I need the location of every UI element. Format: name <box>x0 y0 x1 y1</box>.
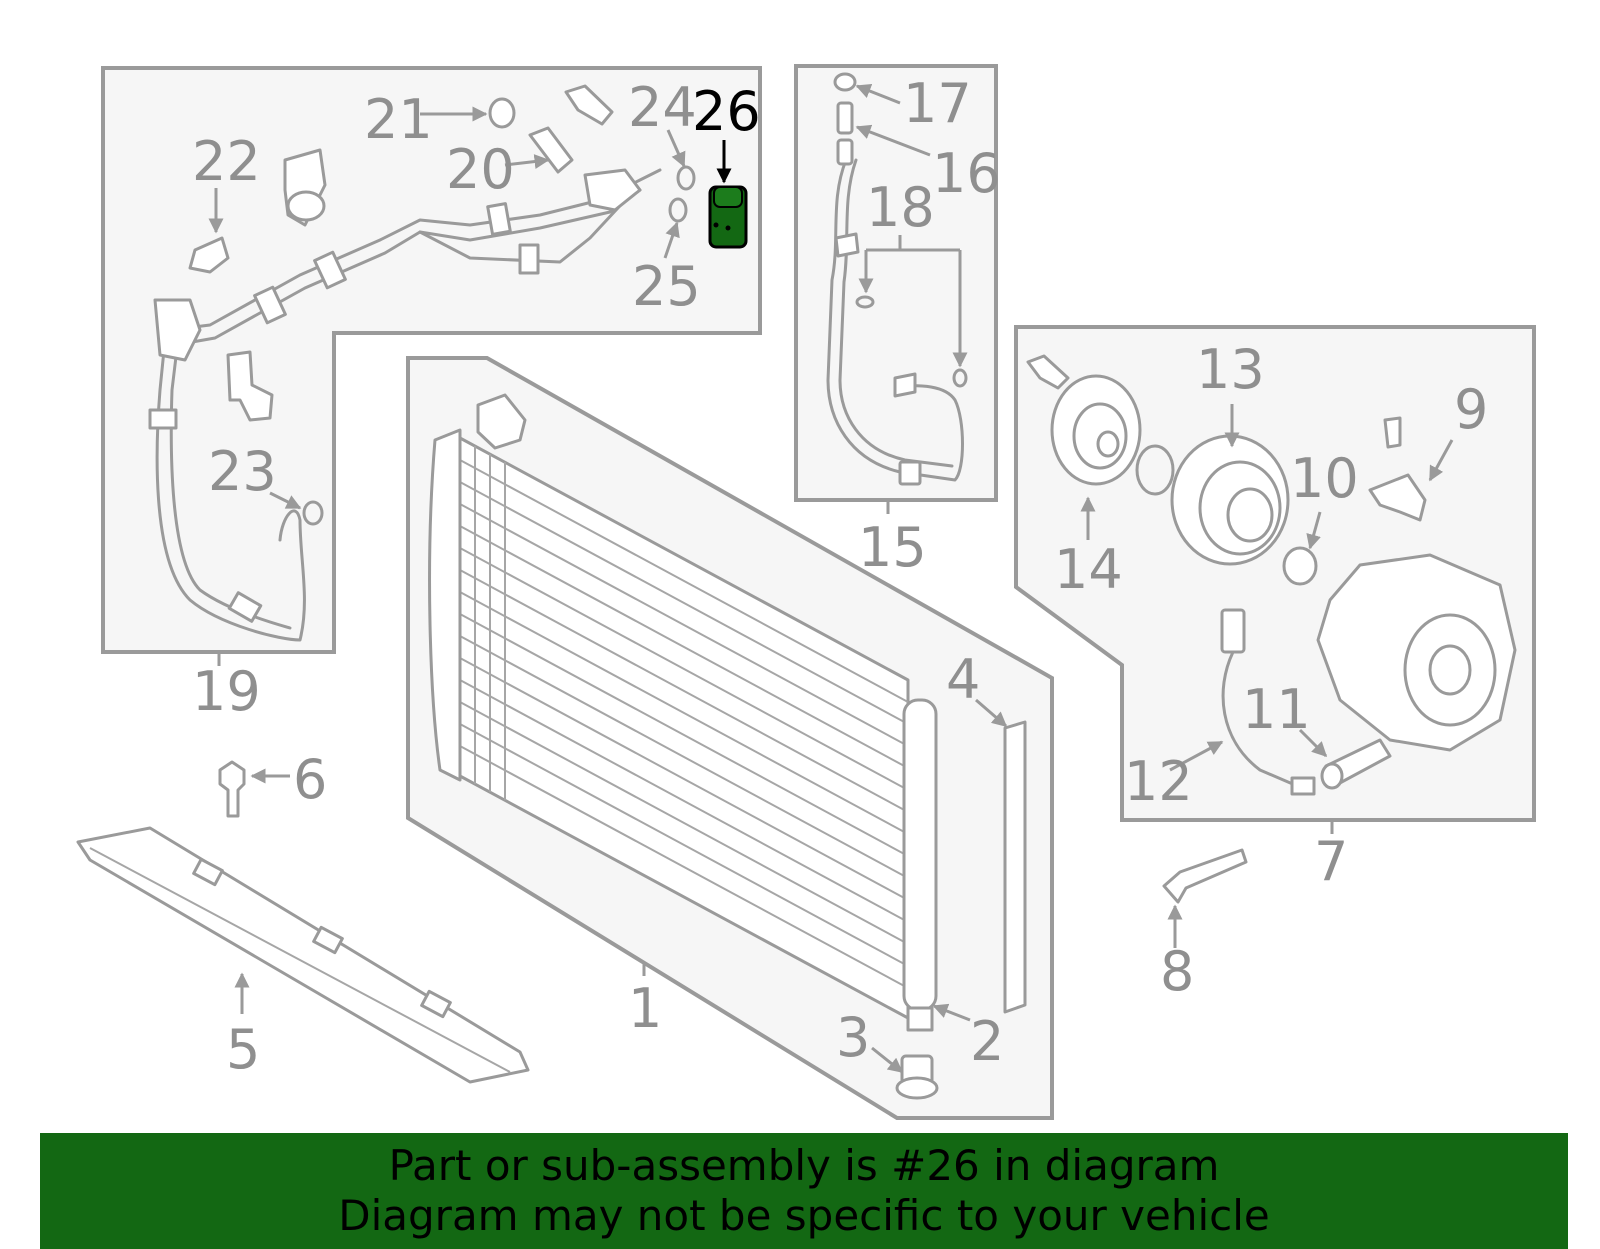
part-2-receiver-drier <box>902 698 938 1032</box>
callout-18: 18 <box>866 176 935 239</box>
callout-25: 25 <box>632 255 701 318</box>
callout-5: 5 <box>226 1018 260 1081</box>
part-bolt-top <box>564 84 614 126</box>
callout-15: 15 <box>858 516 927 579</box>
part-10-cap <box>1282 546 1318 586</box>
callout-12: 12 <box>1124 750 1193 813</box>
callout-17: 17 <box>903 72 972 135</box>
part-15-liquid-line <box>826 138 964 486</box>
callout-8: 8 <box>1160 940 1194 1003</box>
callout-labels: 1 2 3 4 5 6 7 8 9 10 11 12 13 14 15 16 1… <box>192 72 1488 1081</box>
part-22-clip <box>188 236 230 274</box>
part-13-pulley <box>1170 434 1290 566</box>
callout-24: 24 <box>628 76 697 139</box>
part-21-cap <box>488 97 516 129</box>
part-1-condenser <box>428 393 910 1020</box>
part-16-valve <box>836 101 854 135</box>
callout-16: 16 <box>932 142 1001 205</box>
part-26-pressure-switch[interactable] <box>708 185 748 249</box>
callout-7: 7 <box>1314 830 1348 893</box>
callout-19: 19 <box>192 660 261 723</box>
part-bolt-14 <box>1026 354 1070 390</box>
part-5-air-guide[interactable] <box>76 826 530 1084</box>
part-3-plug <box>895 1054 939 1100</box>
callout-26: 26 <box>692 80 761 143</box>
footer-banner: Part or sub-assembly is #26 in diagram D… <box>40 1133 1568 1249</box>
footer-disclaimer: Diagram may not be specific to your vehi… <box>338 1191 1270 1240</box>
part-17-cap <box>833 72 857 92</box>
part-19-hose-line <box>148 168 662 642</box>
callout-21: 21 <box>364 88 433 151</box>
panel-7-group <box>1014 325 1536 834</box>
panel-19-group <box>101 66 762 666</box>
part-25-oring <box>668 197 688 223</box>
part-bracket-lower <box>226 350 274 422</box>
panel-15-group <box>794 64 998 514</box>
callout-4: 4 <box>946 648 980 711</box>
callout-14: 14 <box>1054 538 1123 601</box>
callout-23: 23 <box>208 440 277 503</box>
part-12-harness <box>1220 608 1316 796</box>
part-compressor-body <box>1316 553 1517 752</box>
callout-1: 1 <box>628 977 662 1040</box>
panel-1-group <box>406 356 1054 1120</box>
callout-9: 9 <box>1454 378 1488 441</box>
part-9-bracket <box>1368 416 1427 522</box>
part-14-clutch-plate <box>1050 374 1142 486</box>
part-4-seal <box>1003 720 1027 1014</box>
part-bracket-clamp <box>283 148 327 227</box>
part-11-sensor <box>1320 738 1392 790</box>
callout-10: 10 <box>1290 447 1359 510</box>
part-18-orings <box>855 295 968 388</box>
footer-part-note: Part or sub-assembly is #26 in diagram <box>388 1141 1220 1190</box>
callout-3: 3 <box>836 1006 870 1069</box>
part-23-oring <box>302 500 324 526</box>
part-24-oring <box>676 165 696 191</box>
part-8-bolt[interactable] <box>1162 848 1248 948</box>
callout-11: 11 <box>1242 678 1311 741</box>
part-6-bolt[interactable] <box>218 760 290 818</box>
callout-22: 22 <box>192 130 261 193</box>
part-shim-ring <box>1135 444 1175 496</box>
callout-13: 13 <box>1196 338 1265 401</box>
callout-6: 6 <box>293 748 327 811</box>
callout-20: 20 <box>446 138 515 201</box>
callout-2: 2 <box>970 1010 1004 1073</box>
